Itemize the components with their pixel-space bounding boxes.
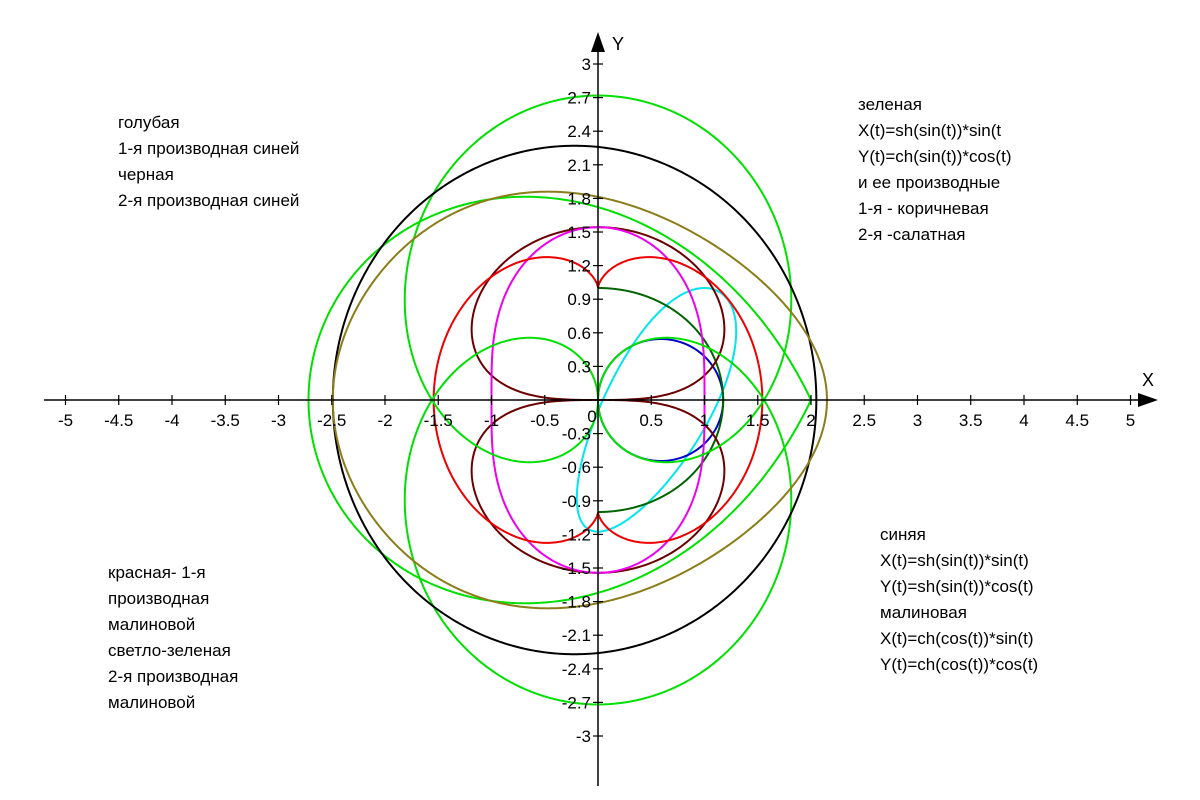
curve-cyan-base bbox=[575, 286, 738, 533]
note-line: малиновая bbox=[880, 603, 967, 622]
note-line: светло-зеленая bbox=[108, 641, 231, 660]
note-line: Y(t)=ch(cos(t))*cos(t) bbox=[880, 655, 1039, 674]
y-tick-label: 2.1 bbox=[567, 156, 591, 175]
note-line: синяя bbox=[880, 525, 926, 544]
y-tick-label: 0.3 bbox=[567, 357, 591, 376]
x-tick-label: 1 bbox=[700, 411, 709, 430]
y-tick-label: 0.6 bbox=[567, 324, 591, 343]
note-bottom-right: синяя X(t)=sh(sin(t))*sin(t) Y(t)=sh(sin… bbox=[880, 522, 1038, 678]
curve-green-base bbox=[598, 287, 725, 513]
x-tick-label: 2 bbox=[806, 411, 815, 430]
x-tick-label: -3.5 bbox=[211, 411, 240, 430]
note-line: 1-я - коричневая bbox=[858, 199, 989, 218]
y-tick-label: -3 bbox=[576, 727, 591, 746]
note-top-left: голубая 1-я производная синей черная 2-я… bbox=[118, 110, 299, 214]
y-tick-label: 2.7 bbox=[567, 89, 591, 108]
note-line: 2-я -салатная bbox=[858, 225, 966, 244]
x-axis-label: X bbox=[1142, 370, 1154, 390]
axes-layer: X Y bbox=[44, 32, 1158, 786]
note-line: черная bbox=[118, 165, 174, 184]
y-tick-label: 0.9 bbox=[567, 290, 591, 309]
x-tick-label: -1 bbox=[484, 411, 499, 430]
note-line: 2-я производная синей bbox=[118, 191, 300, 210]
note-line: малиновой bbox=[108, 615, 196, 634]
x-tick-label: -4.5 bbox=[104, 411, 133, 430]
y-tick-label: -2.7 bbox=[562, 693, 591, 712]
y-tick-label: -0.9 bbox=[562, 492, 591, 511]
y-ticks-layer: 3 2.7 2.4 2.1 1.8 1.5 1.2 0.9 0.6 0.3 -0.3 -0.6 -0.9… bbox=[562, 55, 603, 746]
note-line: X(t)=ch(cos(t))*sin(t) bbox=[880, 629, 1034, 648]
x-tick-label: 3 bbox=[913, 411, 922, 430]
note-line: зеленая bbox=[858, 95, 922, 114]
x-tick-label: 3.5 bbox=[959, 411, 983, 430]
y-tick-label: 1.5 bbox=[567, 223, 591, 242]
x-tick-label: -1.5 bbox=[424, 411, 453, 430]
note-line: X(t)=sh(sin(t))*sin(t bbox=[858, 121, 1002, 140]
y-tick-label: -1.5 bbox=[562, 559, 591, 578]
y-tick-label: -1.2 bbox=[562, 525, 591, 544]
y-tick-label: 1.8 bbox=[567, 189, 591, 208]
note-line: 2-я производная bbox=[108, 667, 239, 686]
y-axis-arrow bbox=[591, 32, 605, 52]
x-tick-label: -5 bbox=[58, 411, 73, 430]
note-line: производная bbox=[108, 589, 210, 608]
x-tick-label: 1.5 bbox=[746, 411, 770, 430]
x-tick-label: 0 bbox=[587, 407, 596, 426]
note-line: и ее производные bbox=[858, 173, 1001, 192]
x-tick-label: -3 bbox=[271, 411, 286, 430]
note-line: малиновой bbox=[108, 693, 196, 712]
note-line: голубая bbox=[118, 113, 180, 132]
note-top-right: зеленая X(t)=sh(sin(t))*sin(t Y(t)=ch(si… bbox=[858, 92, 1011, 248]
y-tick-label: -2.1 bbox=[562, 626, 591, 645]
x-tick-label: 4 bbox=[1019, 411, 1028, 430]
x-tick-label: -2.5 bbox=[317, 411, 346, 430]
x-tick-label: 2.5 bbox=[852, 411, 876, 430]
y-tick-label: -2.4 bbox=[562, 660, 591, 679]
y-tick-label: 1.2 bbox=[567, 257, 591, 276]
x-axis-arrow bbox=[1138, 393, 1158, 407]
x-tick-label: 0.5 bbox=[639, 411, 663, 430]
note-line: красная- 1-я bbox=[108, 563, 206, 582]
x-ticks-layer: -5 -4.5 -4 -3.5 -3 -2.5 -2 -1.5 -1 -0.5 0 0.5 1 1.5 2 2… bbox=[58, 395, 1135, 430]
note-line: Y(t)=sh(sin(t))*cos(t) bbox=[880, 577, 1034, 596]
note-line: 1-я производная синей bbox=[118, 139, 300, 158]
x-tick-label: -0.5 bbox=[530, 411, 559, 430]
x-tick-label: -2 bbox=[377, 411, 392, 430]
note-line: X(t)=sh(sin(t))*sin(t) bbox=[880, 551, 1029, 570]
y-tick-label: -0.6 bbox=[562, 458, 591, 477]
y-tick-label: -1.8 bbox=[562, 593, 591, 612]
note-bottom-left: красная- 1-я производная малиновой светл… bbox=[108, 560, 238, 716]
x-tick-label: -4 bbox=[164, 411, 179, 430]
y-tick-label: 2.4 bbox=[567, 122, 591, 141]
y-axis-label: Y bbox=[612, 34, 624, 54]
note-line: Y(t)=ch(sin(t))*cos(t) bbox=[858, 147, 1012, 166]
y-tick-label: -0.3 bbox=[562, 425, 591, 444]
x-tick-label: 5 bbox=[1126, 411, 1135, 430]
y-tick-label: 3 bbox=[582, 55, 591, 74]
x-tick-label: 4.5 bbox=[1065, 411, 1089, 430]
